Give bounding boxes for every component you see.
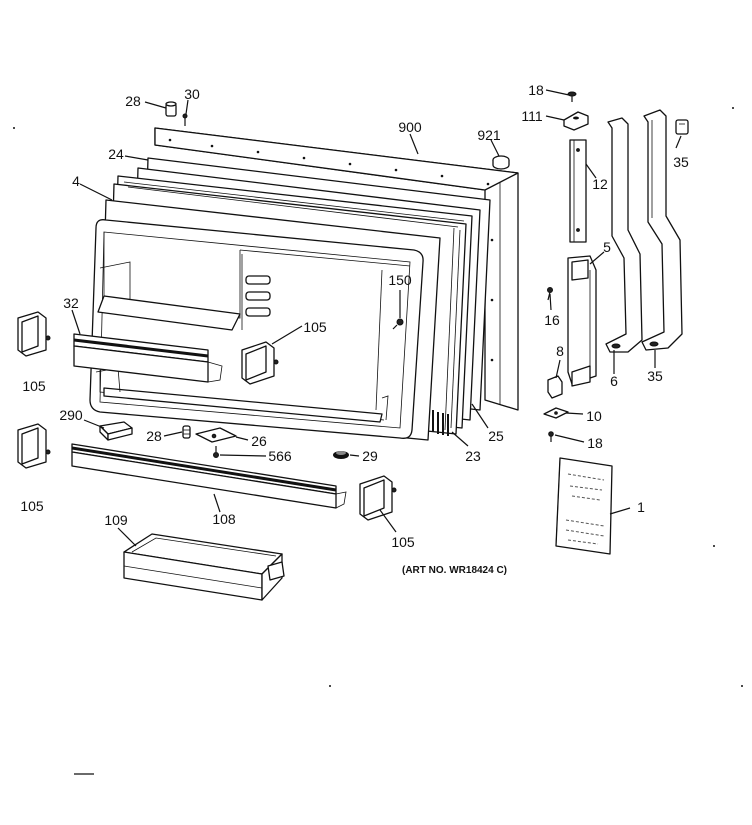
- screw-150: [392, 318, 404, 330]
- callout-5: 5: [603, 239, 611, 255]
- screw-18-top: [567, 91, 577, 102]
- art-number: (ART NO. WR18424 C): [402, 565, 508, 576]
- screw-566: [213, 446, 219, 458]
- end-cap-105-lower-left: [17, 423, 51, 469]
- callout-16: 16: [544, 312, 560, 328]
- hinge-111: [563, 111, 589, 131]
- callout-30: 30: [184, 86, 200, 102]
- callout-4: 4: [72, 173, 80, 189]
- plug-29: [333, 451, 349, 459]
- callout-290: 290: [59, 407, 83, 423]
- handle-35: [641, 109, 683, 351]
- shelf-bar-108: [71, 443, 347, 509]
- callout-105: 105: [22, 378, 46, 394]
- plate-12: [569, 139, 587, 243]
- part-8: [547, 375, 563, 399]
- screw-18-bottom: [548, 431, 554, 442]
- part-290: [99, 421, 133, 441]
- callout-25: 25: [488, 428, 504, 444]
- handle-6: [605, 117, 643, 353]
- part-10: [543, 407, 569, 419]
- callout-566: 566: [268, 448, 292, 464]
- outer-door-panel: [154, 127, 519, 411]
- callout-29: 29: [362, 448, 378, 464]
- callout-921: 921: [477, 127, 501, 143]
- callout-900: 900: [398, 119, 422, 135]
- callout-26: 26: [251, 433, 267, 449]
- end-cap-105-right: [359, 475, 397, 521]
- bracket-26: [195, 427, 237, 443]
- bin-109: [123, 533, 285, 601]
- callout-10: 10: [586, 408, 602, 424]
- callout-1: 1: [637, 499, 645, 515]
- callout-24: 24: [108, 146, 124, 162]
- callout-18: 18: [528, 82, 544, 98]
- shelf-bar-32: [73, 333, 223, 383]
- callout-35: 35: [673, 154, 689, 170]
- cap-921: [492, 155, 510, 170]
- callout-105: 105: [391, 534, 415, 550]
- callout-150: 150: [388, 272, 412, 288]
- callout-111: 111: [521, 108, 543, 124]
- callout-32: 32: [63, 295, 79, 311]
- part-28-top: [165, 101, 177, 117]
- callout-8: 8: [556, 343, 564, 359]
- screw-16: [547, 287, 553, 301]
- callout-105: 105: [303, 319, 327, 335]
- callout-105: 105: [20, 498, 44, 514]
- callout-109: 109: [104, 512, 128, 528]
- callout-6: 6: [610, 373, 618, 389]
- end-cap-105-center: [241, 341, 279, 385]
- end-cap-105-upper-left: [17, 311, 51, 357]
- screw-30: [182, 113, 188, 126]
- scan-dots: [13, 107, 743, 687]
- instruction-booklet-1: [555, 457, 613, 555]
- leader-lines: [71, 89, 682, 775]
- hinge-5: [567, 255, 597, 387]
- callout-35: 35: [647, 368, 663, 384]
- inner-door-liner: [89, 219, 424, 439]
- part-28-lower: [182, 425, 191, 439]
- callout-18: 18: [587, 435, 603, 451]
- callout-23: 23: [465, 448, 481, 464]
- callout-12: 12: [592, 176, 608, 192]
- callout-28: 28: [125, 93, 141, 109]
- callout-108: 108: [212, 511, 236, 527]
- callout-28: 28: [146, 428, 162, 444]
- cap-35: [675, 119, 689, 135]
